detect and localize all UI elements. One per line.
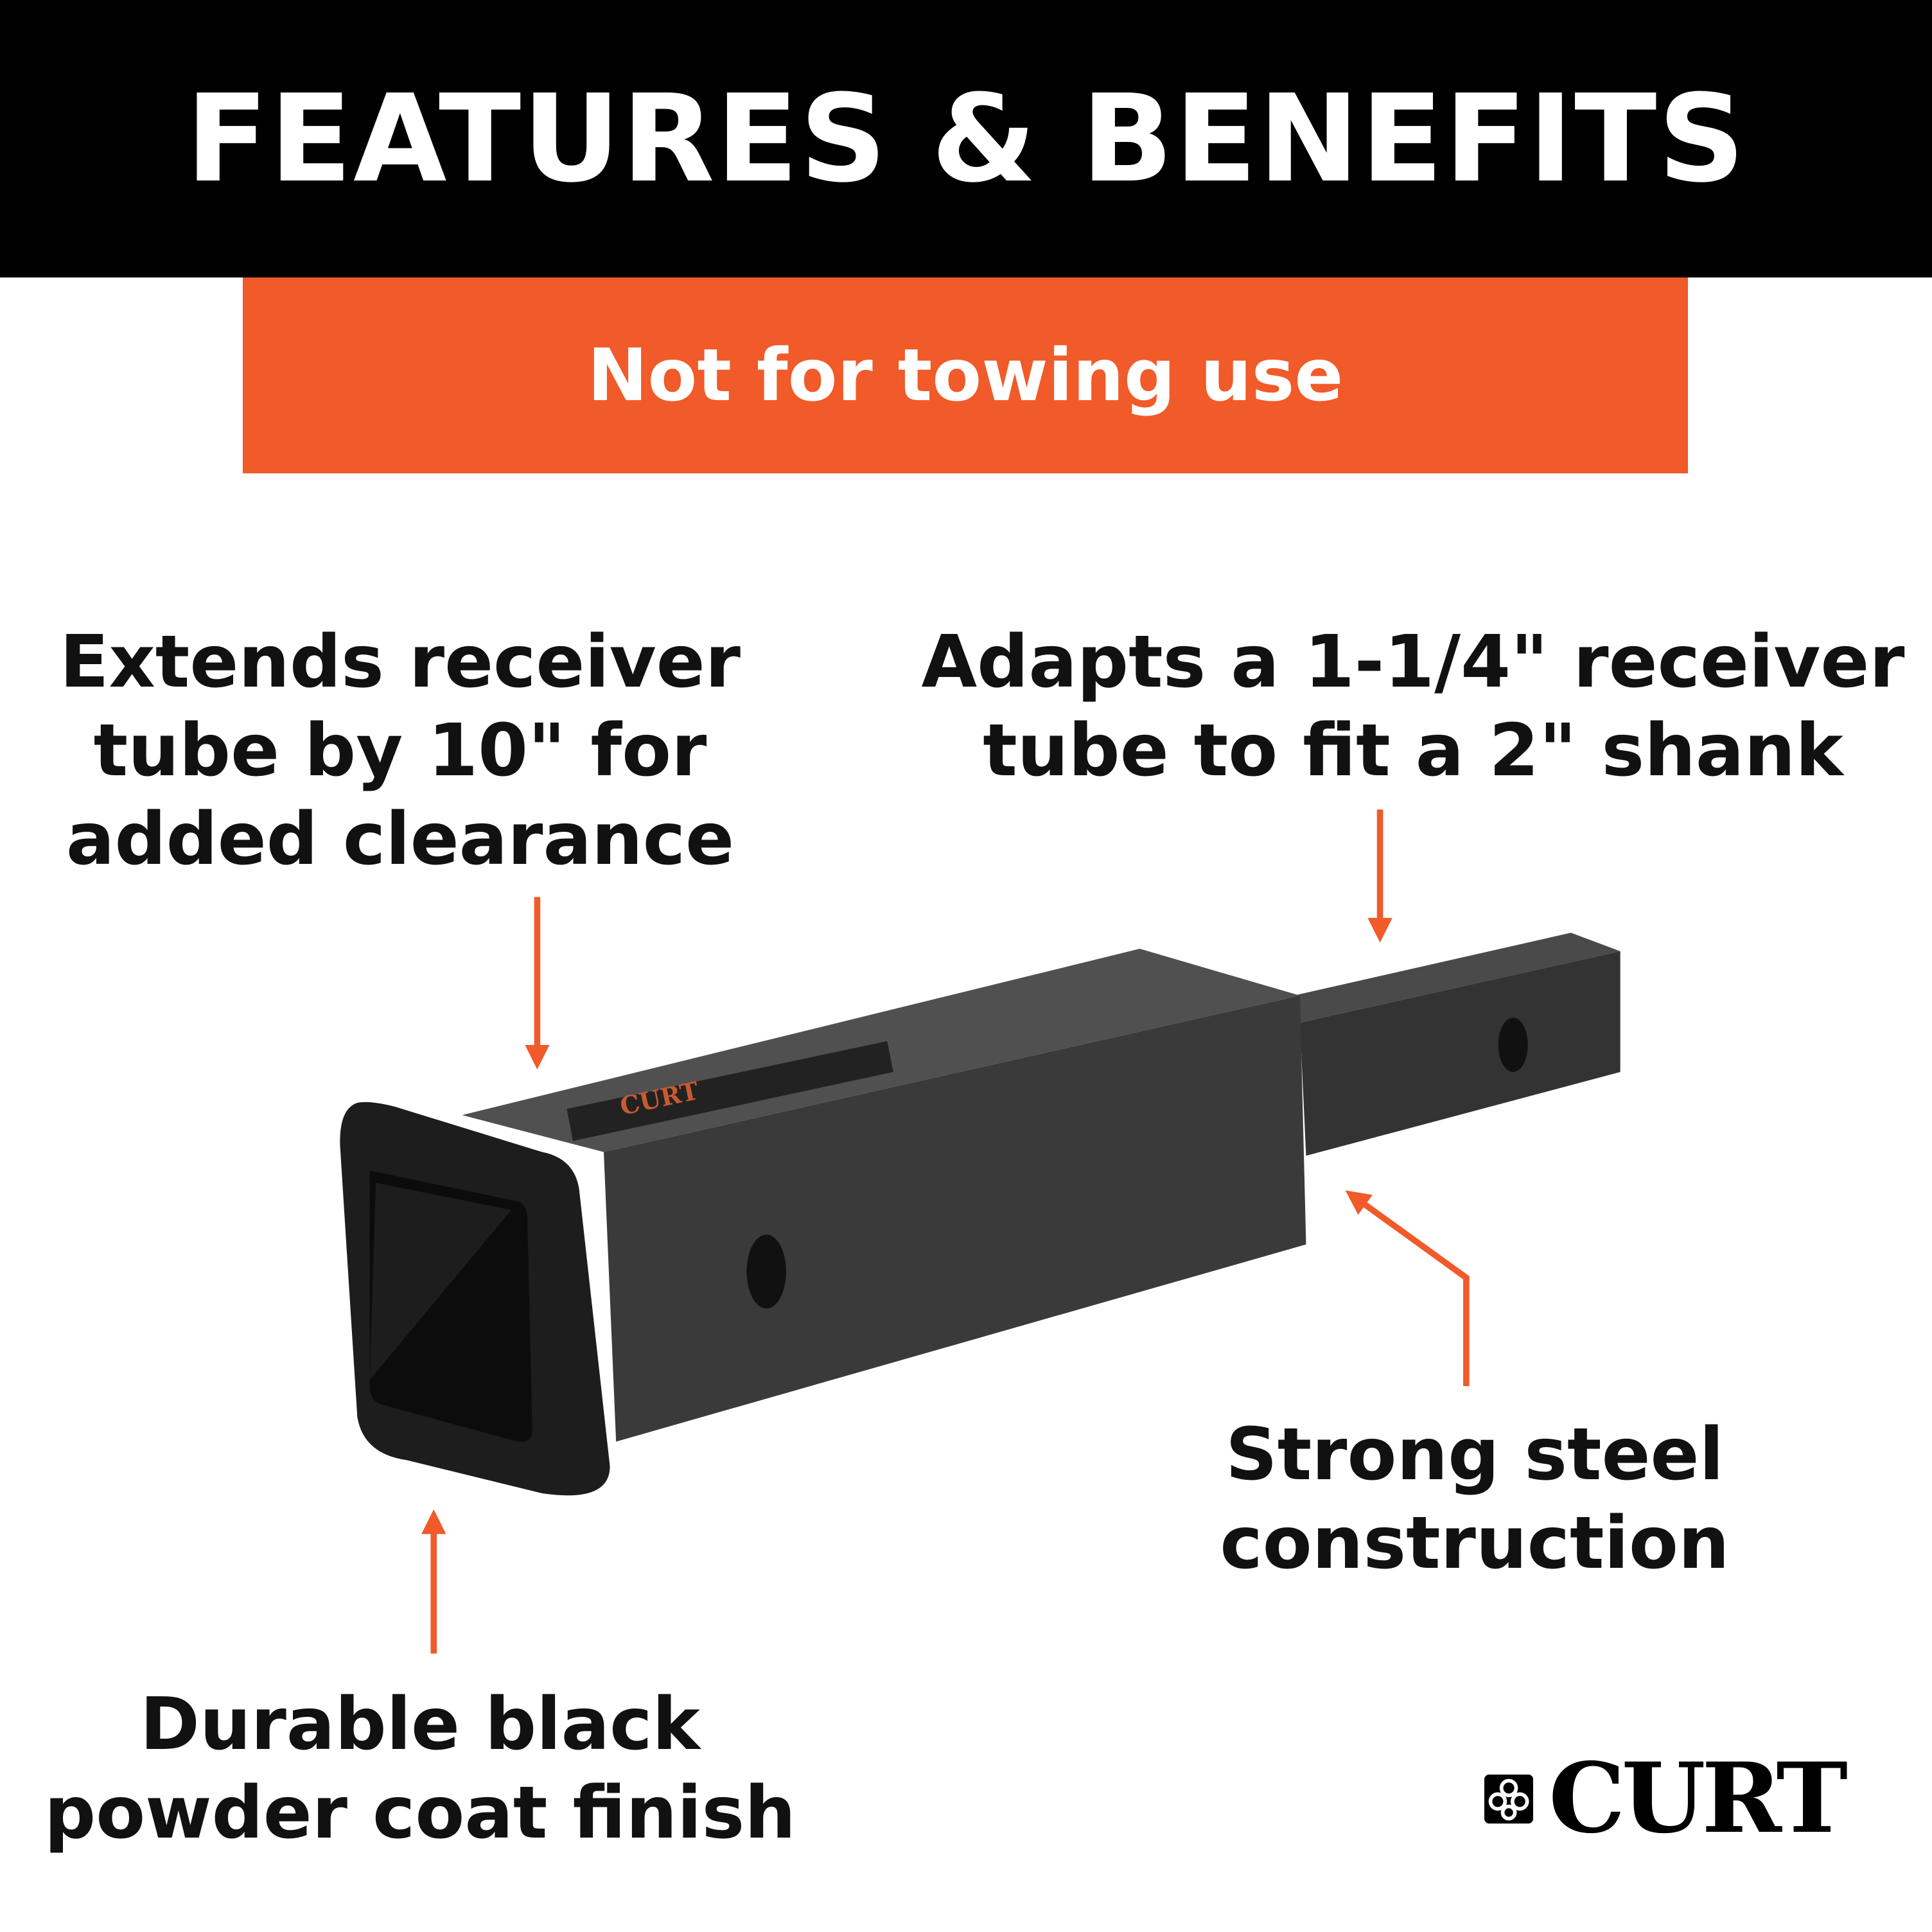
pin-hole [746,1234,786,1309]
arrow-steel [1345,1190,1470,1387]
warning-text: Not for towing use [587,333,1344,417]
pin-hole [1498,1017,1528,1072]
shank-tube [1294,933,1620,1156]
callout-extends: Extends receiver tube by 10" for added c… [60,618,741,884]
callout-line: tube by 10" for [93,709,707,793]
callout-line: Extends receiver [60,620,741,704]
callout-steel: Strong steel construction [1220,1410,1729,1588]
warning-banner: Not for towing use [243,277,1688,473]
callout-line: tube to fit a 2" shank [983,709,1843,793]
receiver-tube: CURT [340,949,1306,1496]
callout-line: powder coat finish [44,1771,796,1855]
callout-line: construction [1220,1502,1730,1585]
curt-logo-text: CURT [1549,1742,1848,1855]
callout-adapts: Adapts a 1-1/4" receiver tube to fit a 2… [921,618,1904,795]
callout-finish: Durable black powder coat finish [44,1680,796,1857]
curt-logo-icon [1484,1774,1534,1823]
callout-line: Strong steel [1225,1413,1724,1497]
header-bar: FEATURES & BENEFITS [0,0,1932,277]
callout-line: added clearance [66,798,735,881]
callout-line: Durable black [139,1683,701,1766]
callout-line: Adapts a 1-1/4" receiver [921,620,1905,704]
page-title: FEATURES & BENEFITS [186,68,1746,209]
curt-label [566,1041,893,1141]
curt-logo: CURT [1484,1742,1848,1855]
